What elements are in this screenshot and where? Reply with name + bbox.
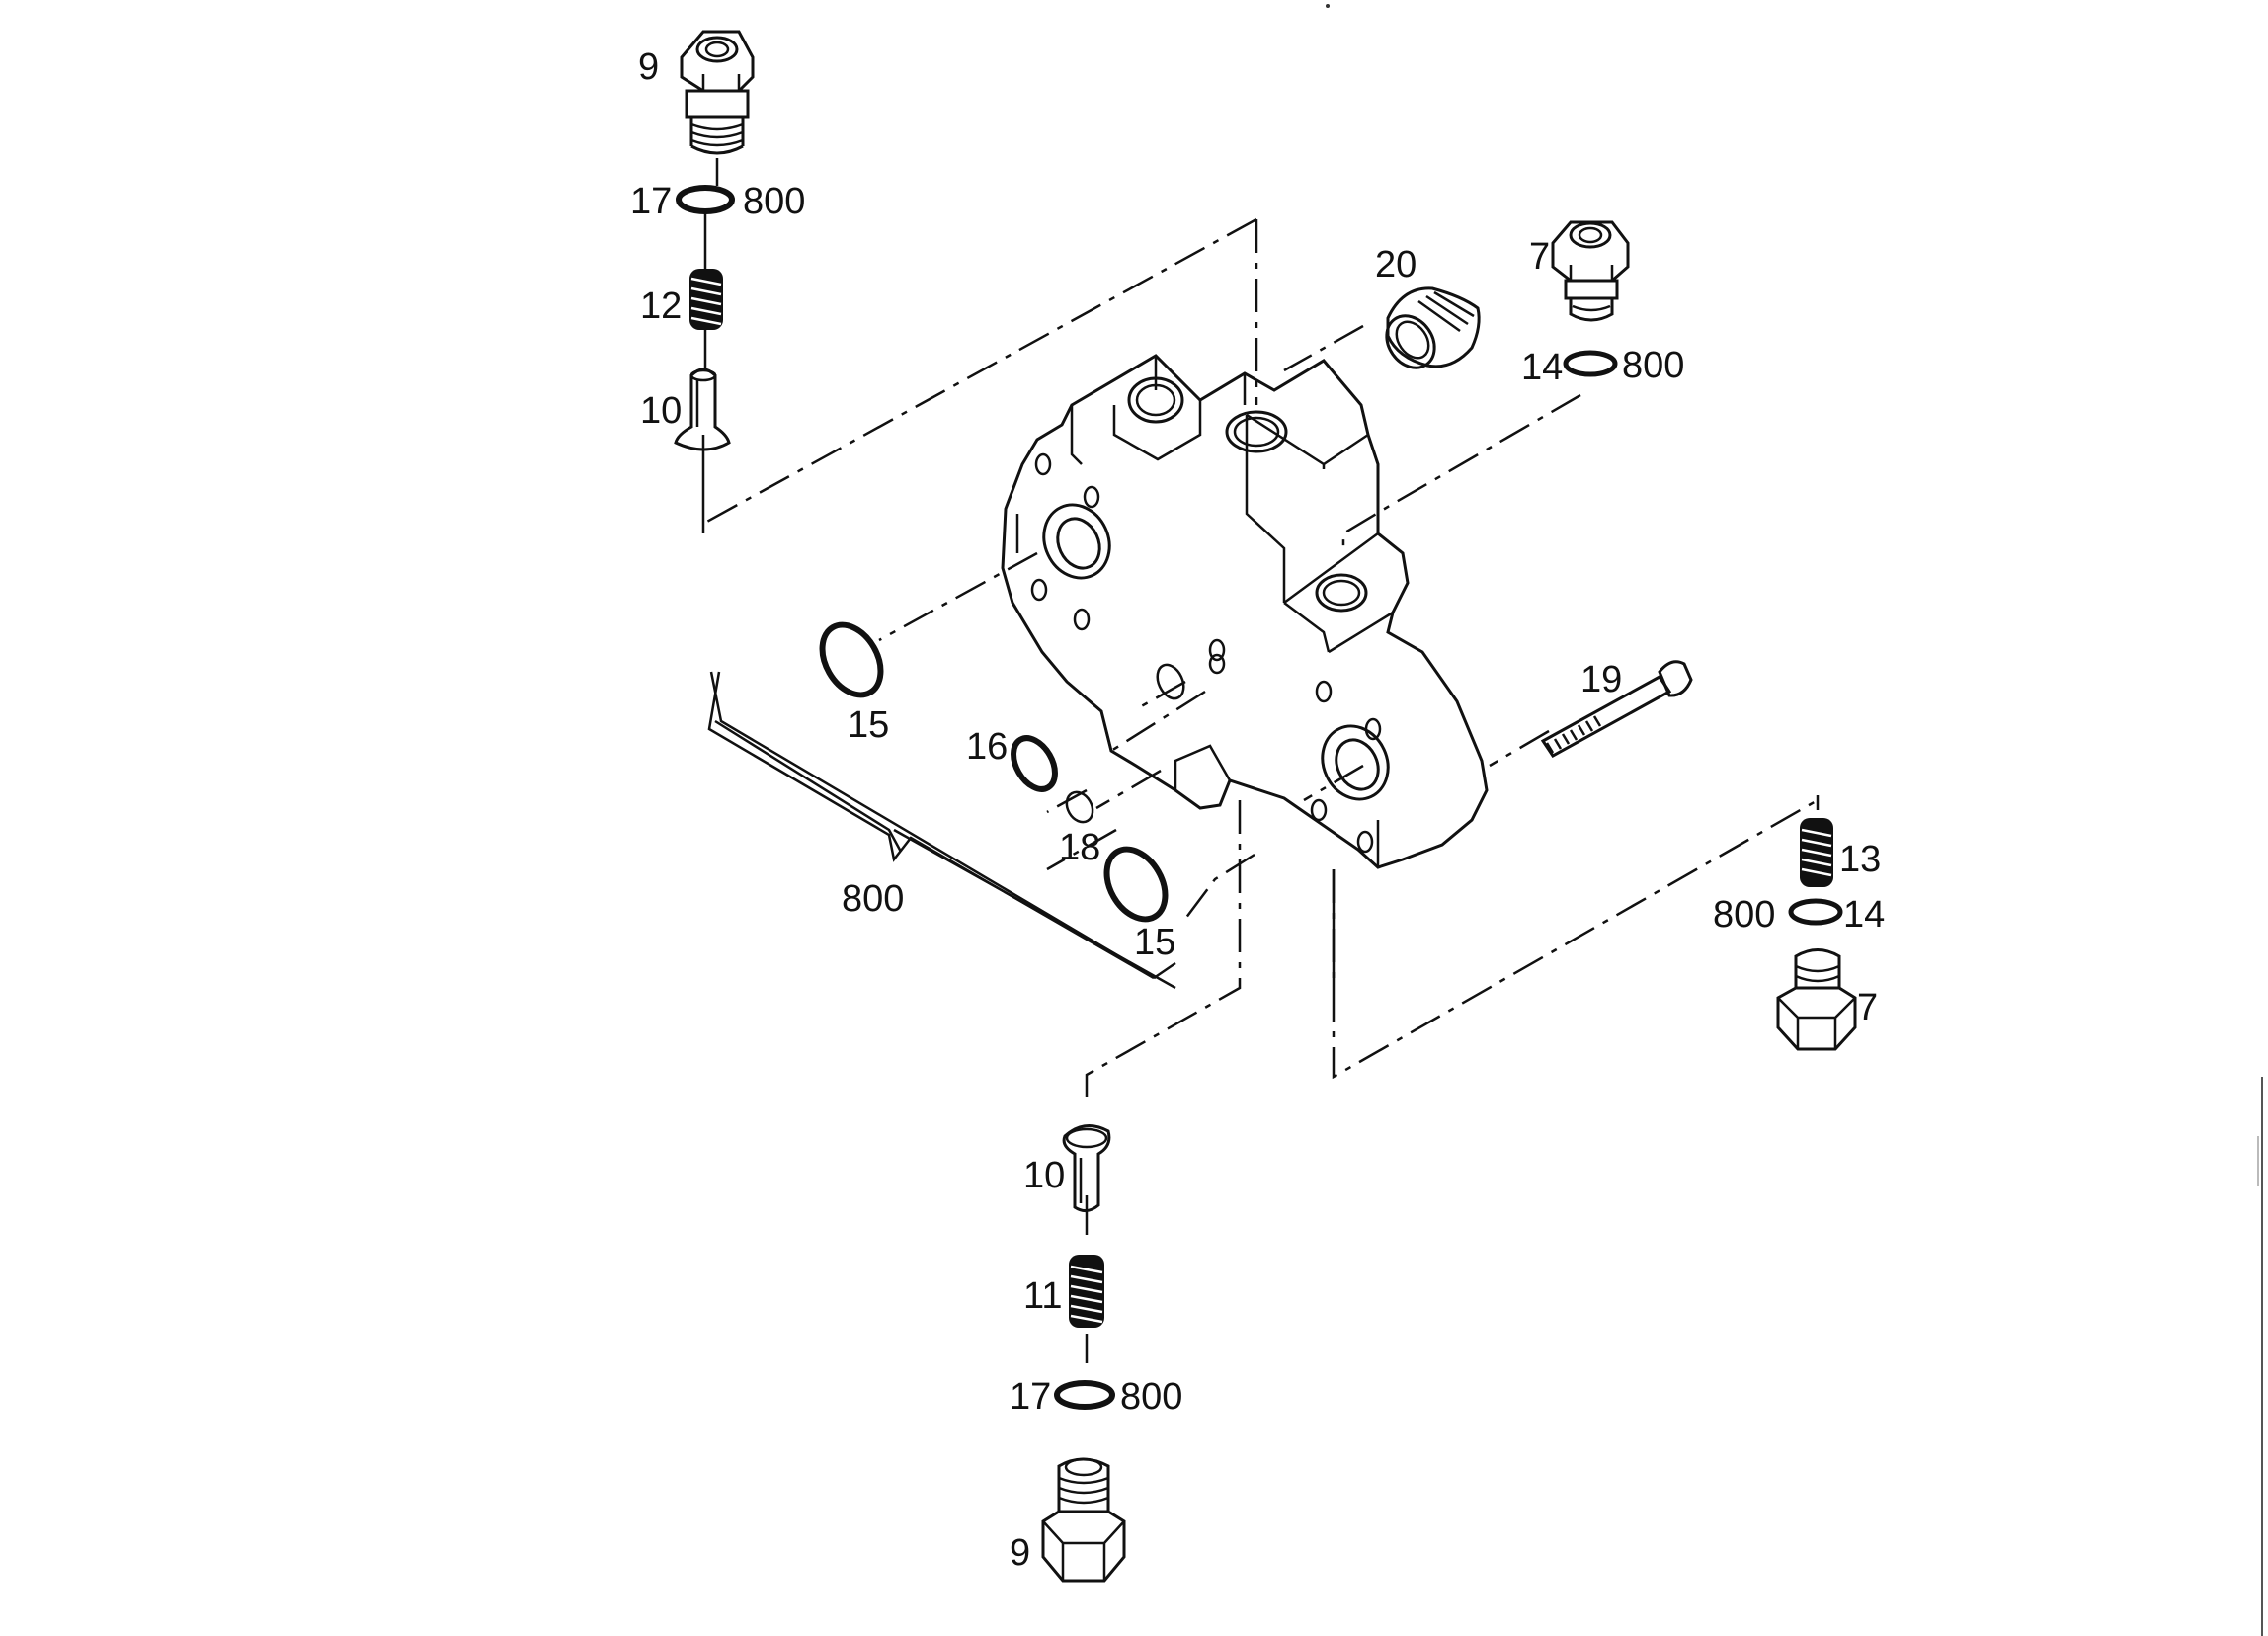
callout-18: 18 <box>1059 827 1100 868</box>
valve-housing <box>1001 354 1489 869</box>
o-ring-17-bottom <box>1054 1380 1115 1410</box>
cap-screw-19 <box>1540 660 1693 758</box>
o-ring-17-top <box>676 185 735 214</box>
spring-13 <box>1800 818 1833 887</box>
callout-9-top: 9 <box>638 46 659 88</box>
callout-14-right: 14 <box>1843 894 1885 936</box>
callout-14-top: 14 <box>1521 347 1563 388</box>
callout-19: 19 <box>1580 659 1622 700</box>
o-ring-14-top <box>1563 350 1618 377</box>
valve-piston-10-bottom <box>1062 1124 1111 1212</box>
o-ring-16 <box>1011 735 1058 792</box>
plug-screw-bottom <box>1041 1457 1126 1583</box>
callout-15-left: 15 <box>848 704 889 746</box>
callout-800-right-top: 800 <box>1622 345 1684 386</box>
callout-7-right: 7 <box>1857 987 1878 1028</box>
callout-7-top: 7 <box>1529 236 1550 278</box>
bracket-800 <box>707 671 1176 980</box>
scan-marks <box>1326 4 2263 1636</box>
callout-10-bottom: 10 <box>1023 1155 1065 1196</box>
screw-plug-7-top <box>1551 220 1630 322</box>
o-ring-18 <box>1065 790 1094 824</box>
callout-10-top: 10 <box>640 390 682 432</box>
callout-17-top: 17 <box>630 181 672 222</box>
o-ring-15-left <box>819 621 884 698</box>
callout-12: 12 <box>640 286 682 327</box>
screw-plug-7-right <box>1776 948 1857 1051</box>
callout-13: 13 <box>1839 839 1881 880</box>
o-ring-15-bottom <box>1103 846 1169 923</box>
callout-labels: 9 17 800 12 10 20 7 14 800 15 16 18 800 … <box>630 46 1885 1574</box>
callout-15-bottom: 15 <box>1134 922 1175 963</box>
callout-20: 20 <box>1375 244 1417 286</box>
o-ring-14-right <box>1788 898 1843 926</box>
spring-12 <box>689 269 723 330</box>
spring-11 <box>1069 1255 1104 1328</box>
callout-16: 16 <box>966 726 1008 768</box>
callout-800-bottom: 800 <box>1120 1376 1182 1418</box>
screw-plug-20 <box>1385 286 1481 369</box>
valve-piston-10-top <box>674 368 731 451</box>
callout-800-bracket: 800 <box>842 878 904 920</box>
callout-800-top: 800 <box>743 181 805 222</box>
callout-17-bottom: 17 <box>1010 1376 1051 1418</box>
plug-screw-top <box>680 30 755 155</box>
callout-11: 11 <box>1023 1275 1062 1317</box>
callout-800-right: 800 <box>1713 894 1775 936</box>
callout-9-bottom: 9 <box>1010 1532 1030 1574</box>
